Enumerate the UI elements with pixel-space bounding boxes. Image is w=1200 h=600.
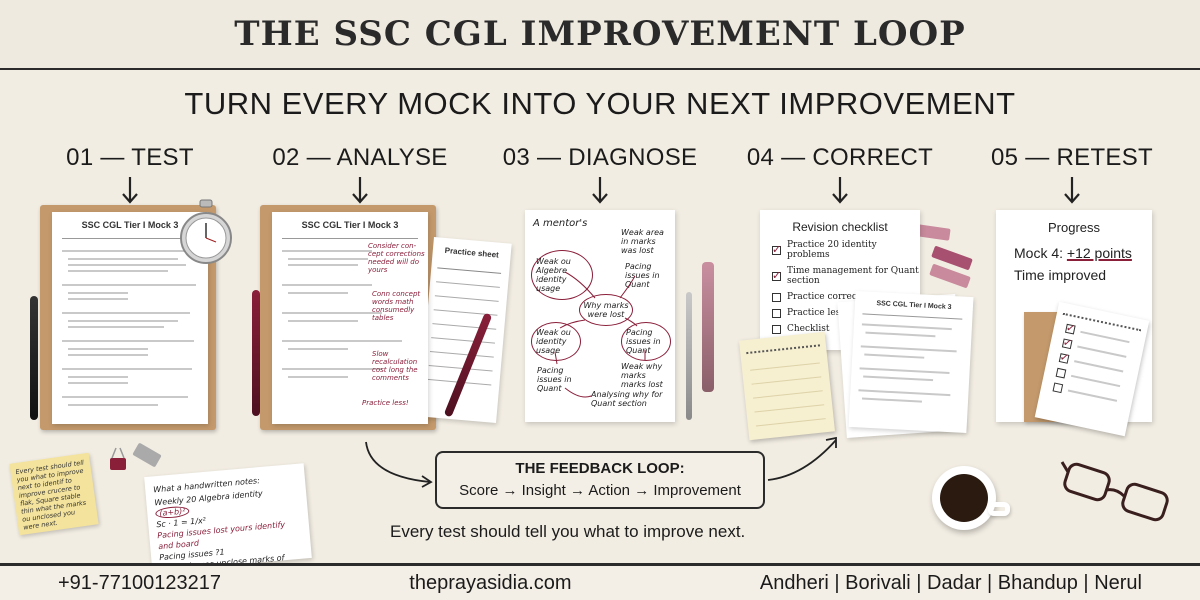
loop-arrow-icon	[365, 441, 433, 488]
feedback-flow: Score → Insight → Action → Improvement	[459, 482, 741, 499]
footer-website-link[interactable]: theprayasidia.com	[409, 571, 572, 594]
test-sheet-title: SSC CGL Tier I Mock 3	[81, 220, 179, 230]
mock-sheet-title: SSC CGL Tier I Mock 3	[876, 300, 952, 312]
subtitle: TURN EVERY MOCK INTO YOUR NEXT IMPROVEME…	[184, 86, 1016, 121]
analyse-note-1: Consider con-cept corrections needed wil…	[368, 242, 425, 274]
arrow-down-icon	[352, 177, 368, 204]
diagnose-node: Analysing why for Quant section	[591, 390, 663, 408]
loop-arrow-icon	[767, 436, 837, 481]
progress-title: Progress	[1047, 220, 1101, 235]
diagnose-heading: A mentor's	[533, 218, 588, 229]
checklist-title: Revision checklist	[792, 220, 888, 234]
pencil-icon	[686, 292, 692, 420]
checklist-item: Practice 20 identity problems	[772, 240, 920, 260]
stopwatch-icon	[180, 199, 232, 264]
step-title-diagnose: 03 — DIAGNOSE	[502, 144, 698, 171]
footer: +91-77100123217 theprayasidia.com Andher…	[0, 563, 1200, 600]
checkbox-checked-icon	[1058, 353, 1070, 364]
checkbox-icon	[1052, 382, 1064, 394]
checkbox-icon	[1055, 367, 1067, 379]
arrow-down-icon	[592, 177, 608, 204]
mock-sheet: SSC CGL Tier I Mock 3	[848, 291, 974, 433]
sticky-note: Every test should tell you what to impro…	[9, 452, 99, 536]
diagnose-node: Weak area in marks was lost	[621, 228, 664, 255]
analyse-answer-sheet: SSC CGL Tier I Mock 3 Consider con-cept …	[272, 212, 428, 424]
highlighter-icon	[702, 262, 714, 392]
header-banner: THE SSC CGL IMPROVEMENT LOOP	[0, 0, 1200, 70]
checkbox-icon	[772, 308, 781, 318]
notepad	[739, 331, 835, 441]
checklist-item: Time management for Quant section	[772, 266, 920, 286]
checkbox-checked-icon	[1064, 323, 1076, 335]
checkbox-checked-icon	[772, 243, 781, 256]
arrow-down-icon	[1064, 177, 1080, 204]
page-title: THE SSC CGL IMPROVEMENT LOOP	[234, 14, 966, 54]
diagnose-center-node: Why marks were lost	[579, 294, 633, 326]
footer-locations: Andheri | Borivali | Dadar | Bhandup | N…	[759, 571, 1142, 594]
diagnose-node: Pacing issues in Quant	[625, 262, 660, 289]
analyse-note-2: Conn concept words math consumedly table…	[372, 290, 421, 322]
footer-phone[interactable]: +91-77100123217	[58, 571, 221, 594]
analyse-note-4: Practice less!	[362, 399, 409, 407]
feedback-title: THE FEEDBACK LOOP:	[515, 460, 685, 477]
step-title-retest: 05 — RETEST	[990, 144, 1153, 171]
coffee-mug-icon	[932, 466, 1010, 530]
checkbox-checked-icon	[772, 269, 781, 282]
binder-clip-icon	[110, 443, 162, 470]
pen-icon	[30, 296, 38, 420]
tagline: Every test should tell you what to impro…	[390, 522, 746, 541]
analyse-sheet-title: SSC CGL Tier I Mock 3	[301, 220, 399, 230]
practice-sheet: Practice sheet	[418, 236, 512, 424]
diagnose-node: Weak ou Algebre identity usage	[531, 250, 593, 300]
checkbox-icon	[772, 292, 781, 302]
arrow-down-icon	[122, 177, 138, 204]
mentor-diagnosis-sheet: A mentor's Why marks were lost Weak area…	[525, 210, 675, 422]
checkbox-icon	[772, 324, 781, 334]
step-title-correct: 04 — CORRECT	[746, 144, 934, 171]
arrow-down-icon	[832, 177, 848, 204]
diagnose-node: Weak why marks marks lost	[621, 362, 663, 389]
feedback-loop-box: THE FEEDBACK LOOP: Score → Insight → Act…	[435, 451, 765, 509]
checkbox-checked-icon	[1061, 338, 1073, 350]
analyse-note-3: Slow recalculation cost long the comment…	[372, 350, 418, 382]
progress-improvement: Time improved	[1014, 267, 1107, 283]
step-title-test: 01 — TEST	[66, 144, 194, 171]
progress-mock-score: Mock 4: +12 points	[1014, 245, 1132, 261]
step-title-analyse: 02 — ANALYSE	[272, 144, 448, 171]
diagnose-node: Pacing issues in Quant	[537, 366, 572, 393]
mind-map-connectors	[554, 271, 646, 398]
glasses-icon	[1060, 461, 1169, 522]
diagnose-node: Pacing issues in Quant	[621, 322, 671, 361]
practice-sheet-title: Practice sheet	[444, 245, 500, 260]
checklist-item: Practice lest	[772, 308, 920, 318]
checklist-item: Checklist	[772, 324, 920, 334]
pen-icon	[252, 290, 260, 416]
checklist-item: Practice corrections	[772, 292, 920, 302]
handwritten-notes-card: What a handwritten notes: Weekly 20 Alge…	[144, 463, 312, 584]
